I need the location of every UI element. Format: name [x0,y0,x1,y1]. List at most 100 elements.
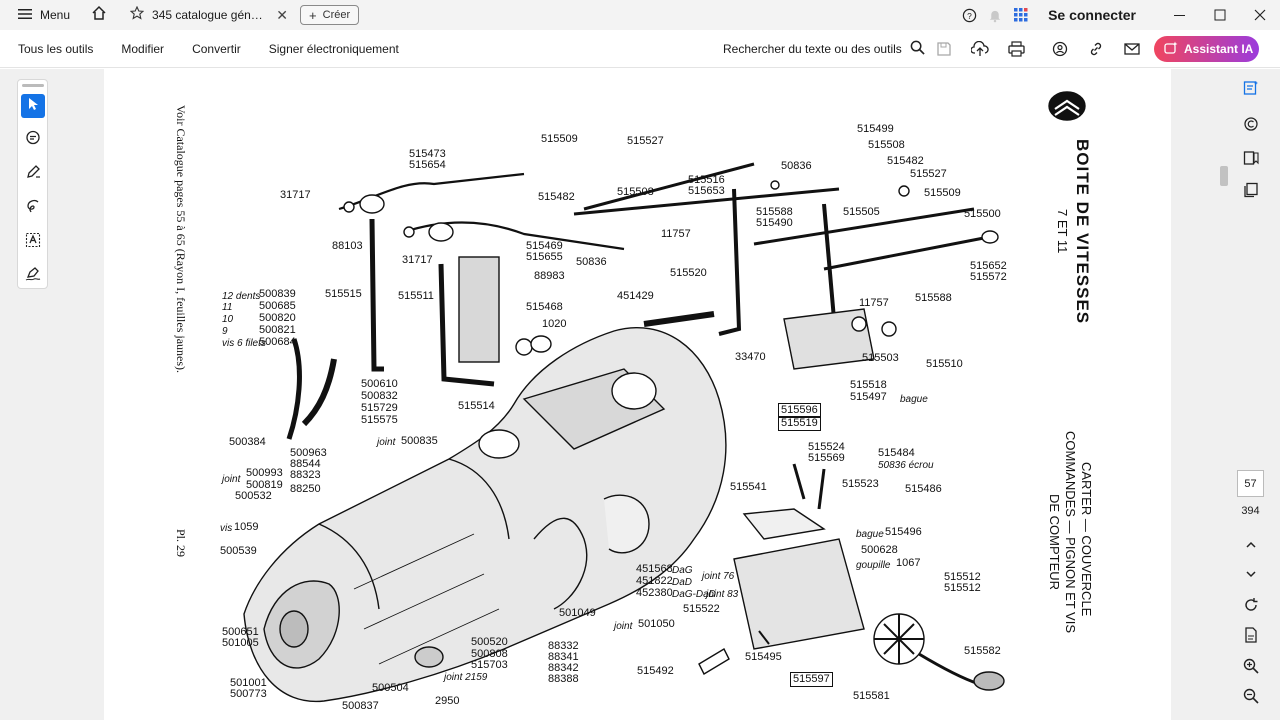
part-label: 500819 [246,479,283,491]
find-user-icon[interactable] [1050,39,1070,59]
part-label: 88341 [548,651,579,663]
bookmarks-panel-button[interactable] [1240,149,1262,171]
menu-sign[interactable]: Signer électroniquement [268,41,399,56]
part-label: 515497 [850,391,887,403]
create-button[interactable]: + Créer [300,5,360,25]
comments-panel-button[interactable] [1240,115,1262,137]
pen-icon [25,164,41,185]
menu-all-tools[interactable]: Tous les outils [18,41,94,56]
part-label: 500628 [861,544,898,556]
part-label: 88983 [534,270,565,282]
part-label: 1059 [234,521,259,533]
close-window-button[interactable] [1240,0,1280,30]
menu-convert[interactable]: Convertir [192,41,241,56]
part-label: 501005 [222,637,259,649]
pdf-page: BOITE DE VITESSES 7 ET 11 CARTER — COUVE… [104,69,1171,720]
mail-icon[interactable] [1122,39,1142,59]
part-label: 515655 [526,251,563,263]
scroll-thumb[interactable] [1220,166,1228,186]
part-label: 515500 [964,208,1001,220]
comment-tool-button[interactable] [21,128,45,152]
plate-number: Pl. 29 [174,529,188,558]
upload-icon[interactable] [970,39,990,59]
minimize-button[interactable] [1160,0,1200,30]
save-icon[interactable] [934,39,954,59]
page-thumbnail-button[interactable] [1240,626,1262,648]
panel-drag-handle[interactable] [22,84,44,87]
text-tool-button[interactable] [21,230,45,254]
sign-tool-button[interactable] [21,264,45,288]
chevron-down-icon [1245,566,1257,584]
part-label: 515486 [905,483,942,495]
document-tab[interactable]: 345 catalogue général... ✕ [124,0,294,30]
copy-pages-icon [1243,182,1259,203]
vertical-scrollbar[interactable] [1219,69,1229,720]
part-label: 515527 [910,168,947,180]
zoom-out-button[interactable] [1240,687,1262,709]
print-icon[interactable] [1006,39,1026,59]
part-label: 515515 [325,288,362,300]
part-label: 500539 [220,545,257,557]
part-label: 515509 [541,133,578,145]
part-label: 515492 [637,665,674,677]
pages-panel-button[interactable] [1240,181,1262,203]
part-label: 11757 [859,297,889,309]
part-label: 9 [222,326,228,337]
zoom-out-icon [1243,688,1259,709]
select-tool-button[interactable] [21,94,45,118]
part-label: 2950 [435,695,460,707]
part-label: 88342 [548,662,579,674]
chevron-up-icon [1245,537,1257,555]
part-label: 515524 [808,441,845,453]
part-label: 500837 [342,700,379,712]
page-up-button[interactable] [1240,535,1262,557]
freehand-icon [25,198,41,219]
part-label: 88103 [332,240,363,252]
sign-in-link[interactable]: Se connecter [1048,7,1136,23]
highlight-tool-button[interactable] [21,162,45,186]
part-label: 501050 [638,618,675,630]
part-label: 515496 [885,526,922,538]
page-down-button[interactable] [1240,564,1262,586]
part-label: DaG [672,565,693,576]
part-label: 500821 [259,324,296,336]
menu-label: Menu [40,8,71,22]
close-tab-icon[interactable]: ✕ [276,6,289,23]
menu-edit[interactable]: Modifier [121,41,165,56]
apps-grid-icon[interactable] [1008,0,1034,30]
refresh-icon [1243,597,1259,618]
part-label: 500651 [222,626,259,638]
part-label: 88544 [290,458,321,470]
part-label: 11757 [661,228,691,240]
part-label: 31717 [402,254,433,266]
part-label: 500384 [229,436,266,448]
bell-icon[interactable] [982,0,1008,30]
ai-assistant-button[interactable]: Assistant IA [1154,36,1259,62]
search-icon [910,40,925,58]
part-label: 451822 [636,575,673,587]
part-label: 500820 [259,312,296,324]
star-icon[interactable] [129,5,145,25]
link-icon[interactable] [1086,39,1106,59]
ai-summary-button[interactable] [1240,79,1262,101]
home-button[interactable] [84,0,114,30]
part-label: 33470 [735,351,766,363]
part-label: 88332 [548,640,579,652]
search-tools-button[interactable]: Rechercher du texte ou des outils [723,30,925,68]
part-label: 515516 [688,174,725,186]
comment-bubble-icon [1243,116,1259,137]
refresh-button[interactable] [1240,596,1262,618]
page-number-input[interactable]: 57 [1237,470,1264,497]
part-label: 88388 [548,673,579,685]
svg-text:?: ? [967,10,972,20]
maximize-button[interactable] [1200,0,1240,30]
part-label: 515482 [887,155,924,167]
part-label: 500832 [361,390,398,402]
ai-assistant-label: Assistant IA [1184,42,1254,56]
help-icon[interactable]: ? [956,0,982,30]
zoom-in-button[interactable] [1240,657,1262,679]
tab-title: 345 catalogue général... [152,8,269,22]
menu-button[interactable]: Menu [0,0,80,30]
draw-tool-button[interactable] [21,196,45,220]
part-label: 515482 [538,191,575,203]
